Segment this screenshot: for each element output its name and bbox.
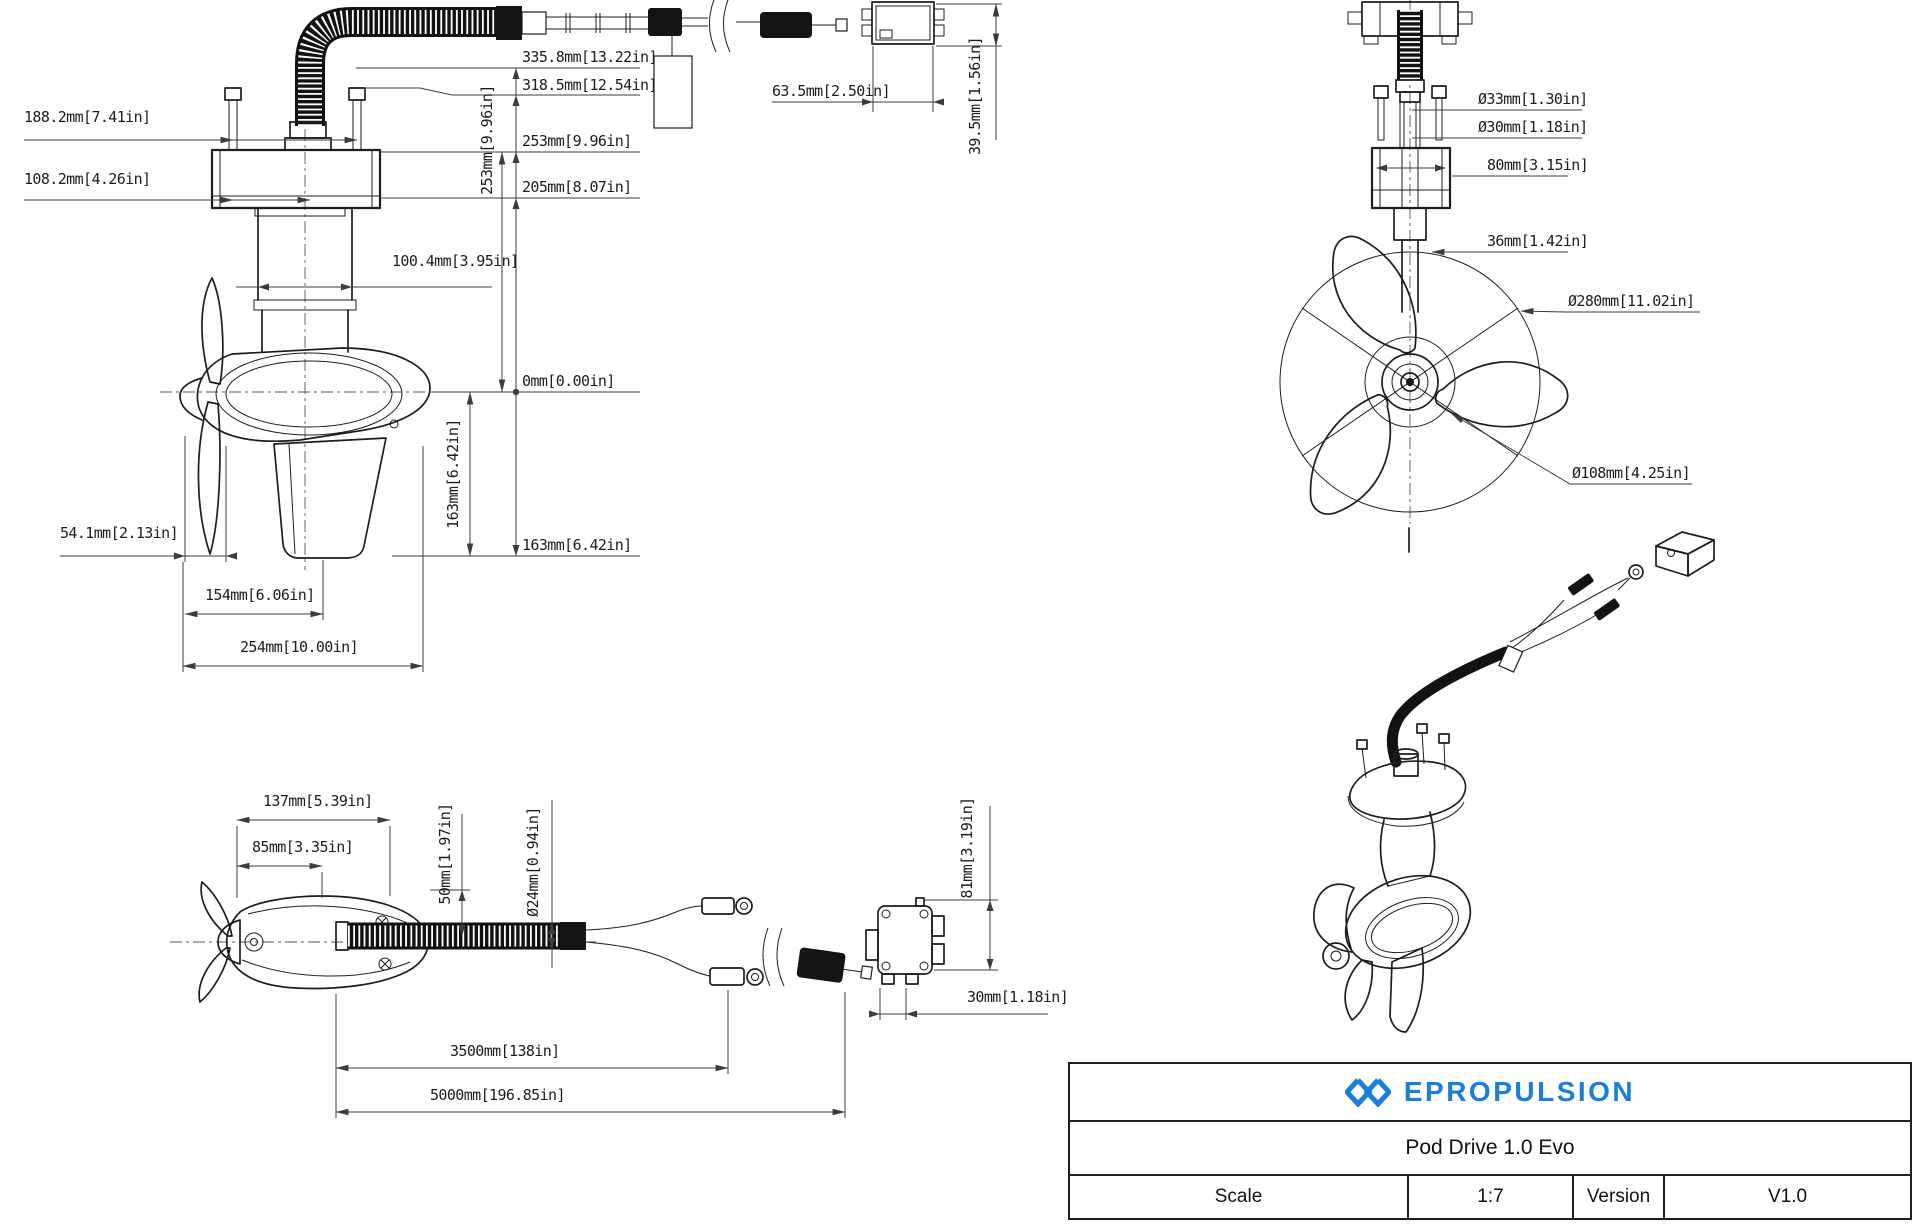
dim-bolt-spacing: 188.2mm[7.41in]: [24, 108, 150, 126]
control-box: [871, 1, 935, 45]
propeller-blade: [197, 401, 221, 555]
mounting-plate-iso: [1349, 760, 1467, 820]
mount-bolt: [224, 87, 242, 101]
cable-connector: [760, 12, 812, 38]
rear-view: Ø280mm[11.02in] Ø108mm[4.25in] Ø33mm[1.3…: [1279, 0, 1700, 524]
pod-bulb-iso: [1344, 874, 1472, 970]
wire-connector: [709, 967, 745, 986]
dim-cable-length-1: 3500mm[138in]: [450, 1042, 560, 1060]
dim-nose-to-mast: 85mm[3.35in]: [252, 838, 353, 856]
side-view: 188.2mm[7.41in] 108.2mm[4.26in] 253mm[9.…: [24, 0, 848, 672]
dim-cable-top-height: 335.8mm[13.22in]: [522, 48, 657, 66]
dim-motor-diameter: 100.4mm[3.95in]: [392, 252, 518, 270]
wire-plug: [1568, 573, 1594, 596]
dim-box-height-vertical: 81mm[3.19in]: [958, 797, 976, 898]
dim-submersion-depth: 163mm[6.42in]: [522, 536, 632, 554]
cable-connector: [796, 947, 846, 983]
dim-shaft-width: 36mm[1.42in]: [1487, 232, 1588, 250]
cable-tag: [1498, 644, 1524, 673]
dim-mount-top-height: 253mm[9.96in]: [522, 132, 632, 150]
corrugated-cable: [295, 7, 500, 126]
control-box: [877, 905, 933, 975]
version-label: Version: [1574, 1176, 1665, 1218]
meta-row: Scale 1:7 Version V1.0: [1070, 1176, 1910, 1218]
dim-tube-inner-diameter: Ø30mm[1.18in]: [1478, 118, 1588, 136]
dim-bolt-to-center: 108.2mm[4.26in]: [24, 170, 150, 188]
top-view: 137mm[5.39in] 85mm[3.35in] 50mm[1.97in] …: [170, 792, 874, 1118]
control-box-side-view: 81mm[3.19in] 30mm[1.18in]: [865, 797, 1069, 1020]
dim-mount-top-height-vertical: 253mm[9.96in]: [478, 85, 496, 195]
dim-cable-length-2: 5000mm[196.85in]: [430, 1086, 565, 1104]
brand-row: EPROPULSION: [1070, 1064, 1910, 1122]
scale-label: Scale: [1070, 1176, 1409, 1218]
dim-blade-offset: 54.1mm[2.13in]: [60, 524, 178, 542]
skeg-fin: [273, 437, 387, 559]
break-mark: [762, 927, 771, 987]
mounting-plate: [210, 148, 382, 210]
brand-name: EPROPULSION: [1403, 1076, 1636, 1107]
propeller-blade: [1331, 235, 1417, 354]
dim-center-offset-vertical: 50mm[1.97in]: [436, 803, 454, 904]
dim-cable-diameter-vertical: Ø24mm[0.94in]: [524, 807, 542, 917]
dim-bolt-height: 318.5mm[12.54in]: [522, 76, 657, 94]
dim-foot-spacing: 30mm[1.18in]: [967, 988, 1068, 1006]
dim-submersion-depth-vertical: 163mm[6.42in]: [444, 419, 462, 529]
version-value: V1.0: [1767, 1186, 1808, 1207]
dim-overall-length: 254mm[10.00in]: [240, 638, 358, 656]
epropulsion-logo-icon: [1344, 1078, 1391, 1107]
dim-nose-to-screw: 137mm[5.39in]: [263, 792, 373, 810]
propeller-circle: [1279, 251, 1541, 513]
dim-pod-length: 154mm[6.06in]: [205, 586, 315, 604]
clamp-block: [1370, 146, 1452, 210]
dim-waterline: 0mm[0.00in]: [522, 372, 615, 390]
cable-fitting: [496, 6, 522, 40]
scale-value: 1:7: [1409, 1176, 1574, 1218]
dim-mount-bottom-height: 205mm[8.07in]: [522, 178, 632, 196]
dim-propeller-diameter: Ø280mm[11.02in]: [1568, 292, 1694, 310]
dim-box-height-vertical: 39.5mm[1.56in]: [966, 37, 984, 155]
control-box-top-view: 63.5mm[2.50in] 39.5mm[1.56in]: [772, 1, 1002, 155]
cable-connector: [648, 8, 682, 36]
cable-tag: [653, 55, 693, 129]
break-mark: [709, 0, 717, 53]
power-cable: [1386, 646, 1512, 768]
wire-connector: [701, 897, 735, 915]
mount-bolt: [348, 87, 366, 101]
dim-hub-diameter: Ø108mm[4.25in]: [1572, 464, 1690, 482]
propeller-blade: [201, 277, 224, 385]
control-box-iso: [1655, 531, 1715, 555]
dim-box-width: 63.5mm[2.50in]: [772, 82, 890, 100]
title-block: EPROPULSION Pod Drive 1.0 Evo Scale 1:7 …: [1068, 1062, 1912, 1220]
wire-plug: [1594, 598, 1620, 621]
dim-tube-outer-diameter: Ø33mm[1.30in]: [1478, 90, 1588, 108]
dim-clamp-width: 80mm[3.15in]: [1487, 156, 1588, 174]
product-title: Pod Drive 1.0 Evo: [1070, 1122, 1910, 1176]
isometric-view: [1313, 527, 1715, 1033]
